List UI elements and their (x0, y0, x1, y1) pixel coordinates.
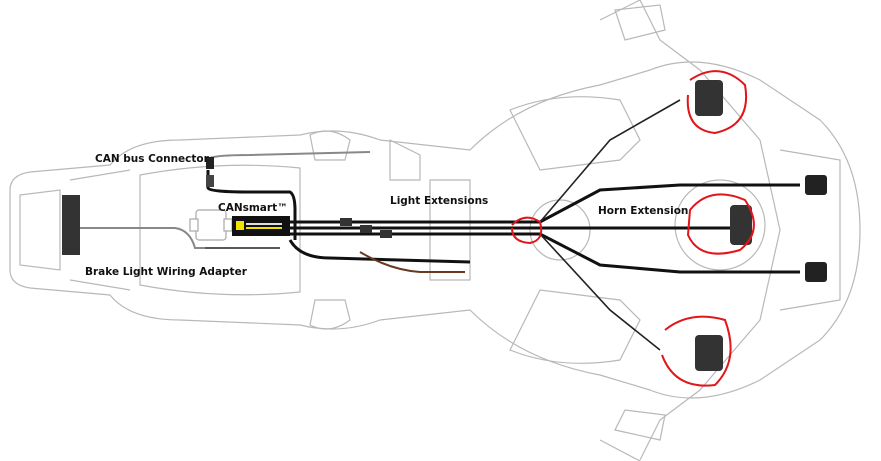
label-brake-light-adapter: Brake Light Wiring Adapter (85, 266, 248, 278)
label-can-bus-connector: CAN bus Connector (95, 153, 210, 165)
highlight-circle-horn (686, 193, 755, 255)
cansmart-module (232, 216, 290, 236)
aux-light-right (805, 262, 827, 282)
label-cansmart: CANsmart™ (218, 202, 288, 214)
motorcycle-outline (9, 0, 861, 461)
label-horn-extension: Horn Extension (598, 205, 688, 217)
highlight-marks (511, 70, 755, 387)
light-bottom (695, 335, 723, 371)
light-top (695, 80, 723, 116)
horn (730, 205, 752, 245)
highlight-circle-bottom-light (661, 315, 732, 387)
tail-light (62, 195, 80, 255)
highlight-circle-junction (511, 216, 543, 245)
wiring-harness (80, 80, 827, 371)
label-light-extensions: Light Extensions (390, 195, 488, 207)
can-connector-block (189, 209, 233, 241)
aux-light-left (805, 175, 827, 195)
highlight-circle-top-light (686, 70, 748, 135)
